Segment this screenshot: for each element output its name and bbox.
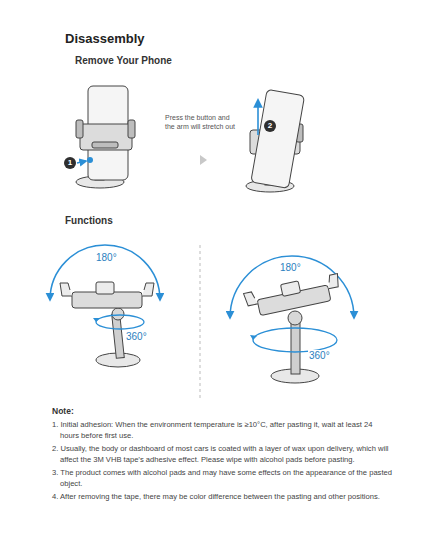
holder-rotation-left-part-part [142,283,154,296]
phone-holder-step2-part [251,89,305,188]
step-arrow [200,155,207,165]
callout-text: 2 [268,122,272,130]
holder-rotation-left-part [93,318,100,322]
holder-rotation-right-part-part [288,311,302,325]
holder-rotation-right-part [230,256,354,318]
holder-rotation-right-part-part-part [326,274,340,289]
phone-holder-step1-part [77,161,86,163]
note-heading: Note: [52,406,74,417]
angle-label: 360° [125,331,148,344]
divider [200,245,201,400]
callout-text: 1 [68,159,72,167]
holder-rotation-left-part [50,245,160,300]
subheading: Functions [65,215,113,228]
angle-label: 360° [308,350,331,363]
subheading: Remove Your Phone [75,55,172,68]
angle-label: 180° [280,262,301,275]
holder-rotation-left-part [60,282,154,367]
holder-rotation-right [230,256,354,383]
note-item: 1. Initial adhesion: When the environmen… [52,419,392,441]
holder-rotation-right-part-part [243,273,342,318]
phone-holder-step2-part-part [251,89,305,188]
holder-rotation-left-part [96,315,144,329]
phone-holder-step2-part [257,100,259,135]
page-title: Disassembly [65,31,145,47]
holder-rotation-right-part [243,273,342,383]
phone-holder-step1-part [87,157,93,163]
phone-holder-step1-part [76,120,83,138]
phone-holder-step1-part [80,124,132,150]
holder-rotation-right-part-part [291,318,300,374]
holder-rotation-right-part-part-part [244,291,258,306]
note-item: 3. The product comes with alcohol pads a… [52,467,392,489]
holder-rotation-right-part-part-part [280,281,300,296]
angle-label: 180° [96,252,117,265]
instruction-text: Press the button and the arm will stretc… [165,114,239,132]
holder-rotation-left-part-part [96,282,114,294]
phone-holder-step1-part [92,142,118,148]
phone-holder-step2 [246,89,305,192]
holder-rotation-right-part [253,328,337,352]
holder-rotation-left-part-part [60,283,72,296]
note-item: 4. After removing the tape, there may be… [52,491,392,502]
phone-holder-step1 [76,86,135,188]
holder-rotation-right-part [250,335,257,340]
notes-list: 1. Initial adhesion: When the environmen… [52,419,392,504]
callout-number: 2 [264,120,276,132]
callout-number: 1 [64,157,76,169]
holder-rotation-left [50,245,160,367]
holder-rotation-left-part-part [112,308,124,320]
phone-holder-step1-part [128,120,135,138]
note-item: 2. Usually, the body or dashboard of mos… [52,443,392,465]
